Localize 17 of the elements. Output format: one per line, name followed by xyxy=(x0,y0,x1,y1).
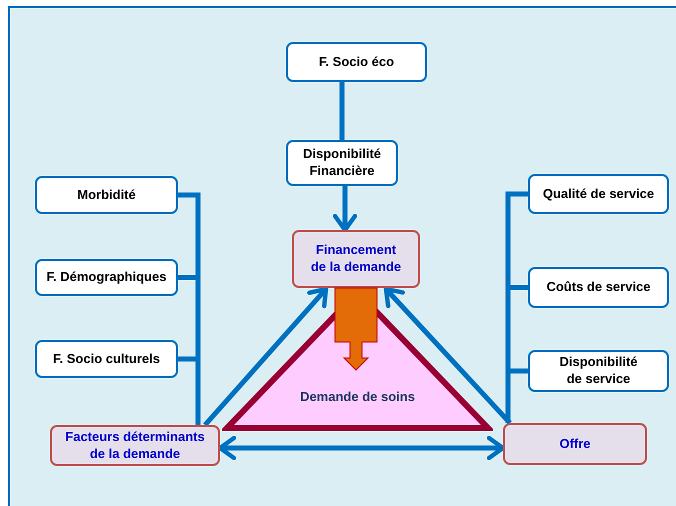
factor-box: F. Socio éco xyxy=(286,42,427,82)
arrow xyxy=(332,186,358,232)
arrow xyxy=(218,436,506,460)
factor-box: F. Socio culturels xyxy=(35,340,178,378)
factor-box: Qualité de service xyxy=(528,174,669,214)
node-label: Demande de soins xyxy=(300,389,415,404)
key-box: Offre xyxy=(503,423,647,465)
factor-box: F. Démographiques xyxy=(35,259,178,296)
factor-box: Disponibilité Financière xyxy=(286,140,398,186)
arrow xyxy=(203,286,328,427)
block-arrow xyxy=(334,288,378,371)
factor-box: Morbidité xyxy=(35,176,178,214)
factor-box: Coûts de service xyxy=(528,267,669,308)
key-box: Facteurs déterminants de la demande xyxy=(50,425,220,466)
factor-box: Disponibilité de service xyxy=(528,350,669,392)
arrow xyxy=(384,286,512,425)
key-box: Financement de la demande xyxy=(292,230,420,288)
